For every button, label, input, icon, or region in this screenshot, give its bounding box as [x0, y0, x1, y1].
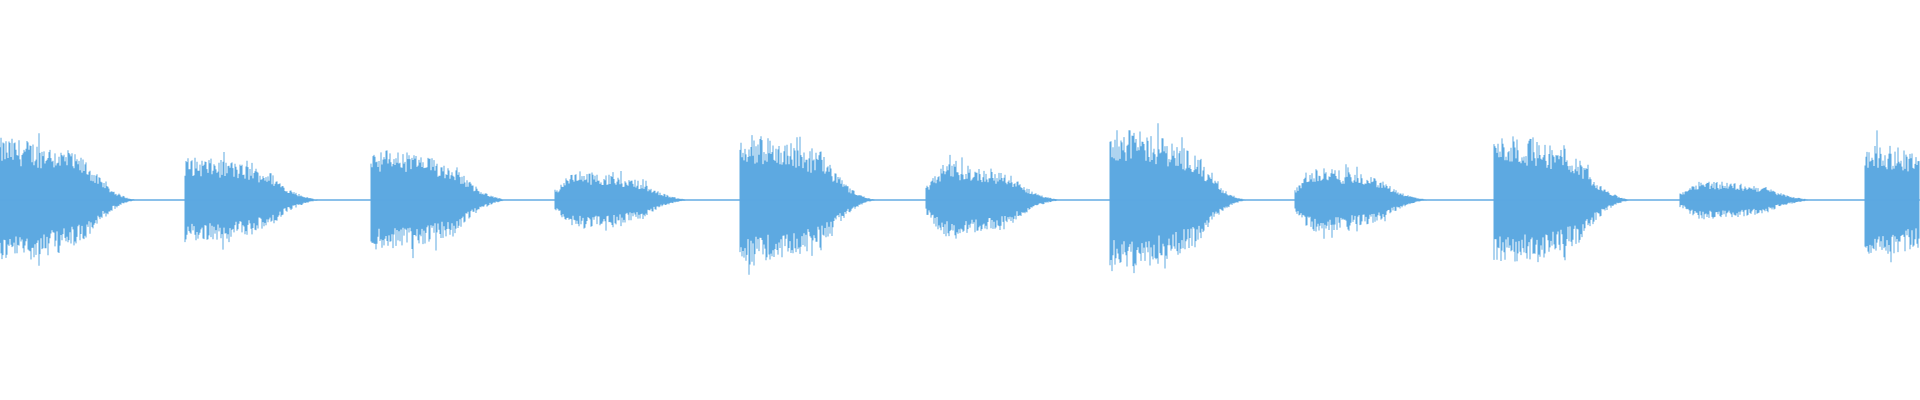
waveform-burst-4 [555, 170, 699, 229]
waveform-burst-6 [925, 163, 1069, 238]
waveform-burst-3 [371, 149, 515, 252]
waveform-burst-2 [184, 157, 328, 243]
waveform-burst-10 [1680, 180, 1824, 221]
waveform-burst-8 [1294, 167, 1438, 233]
waveform-burst-1 [0, 138, 144, 263]
waveform-burst-9 [1494, 134, 1638, 265]
waveform-burst-5 [739, 134, 883, 265]
waveform-trace [0, 123, 1920, 275]
waveform-burst-11 [1864, 144, 1920, 256]
waveform-burst-7 [1110, 128, 1254, 272]
